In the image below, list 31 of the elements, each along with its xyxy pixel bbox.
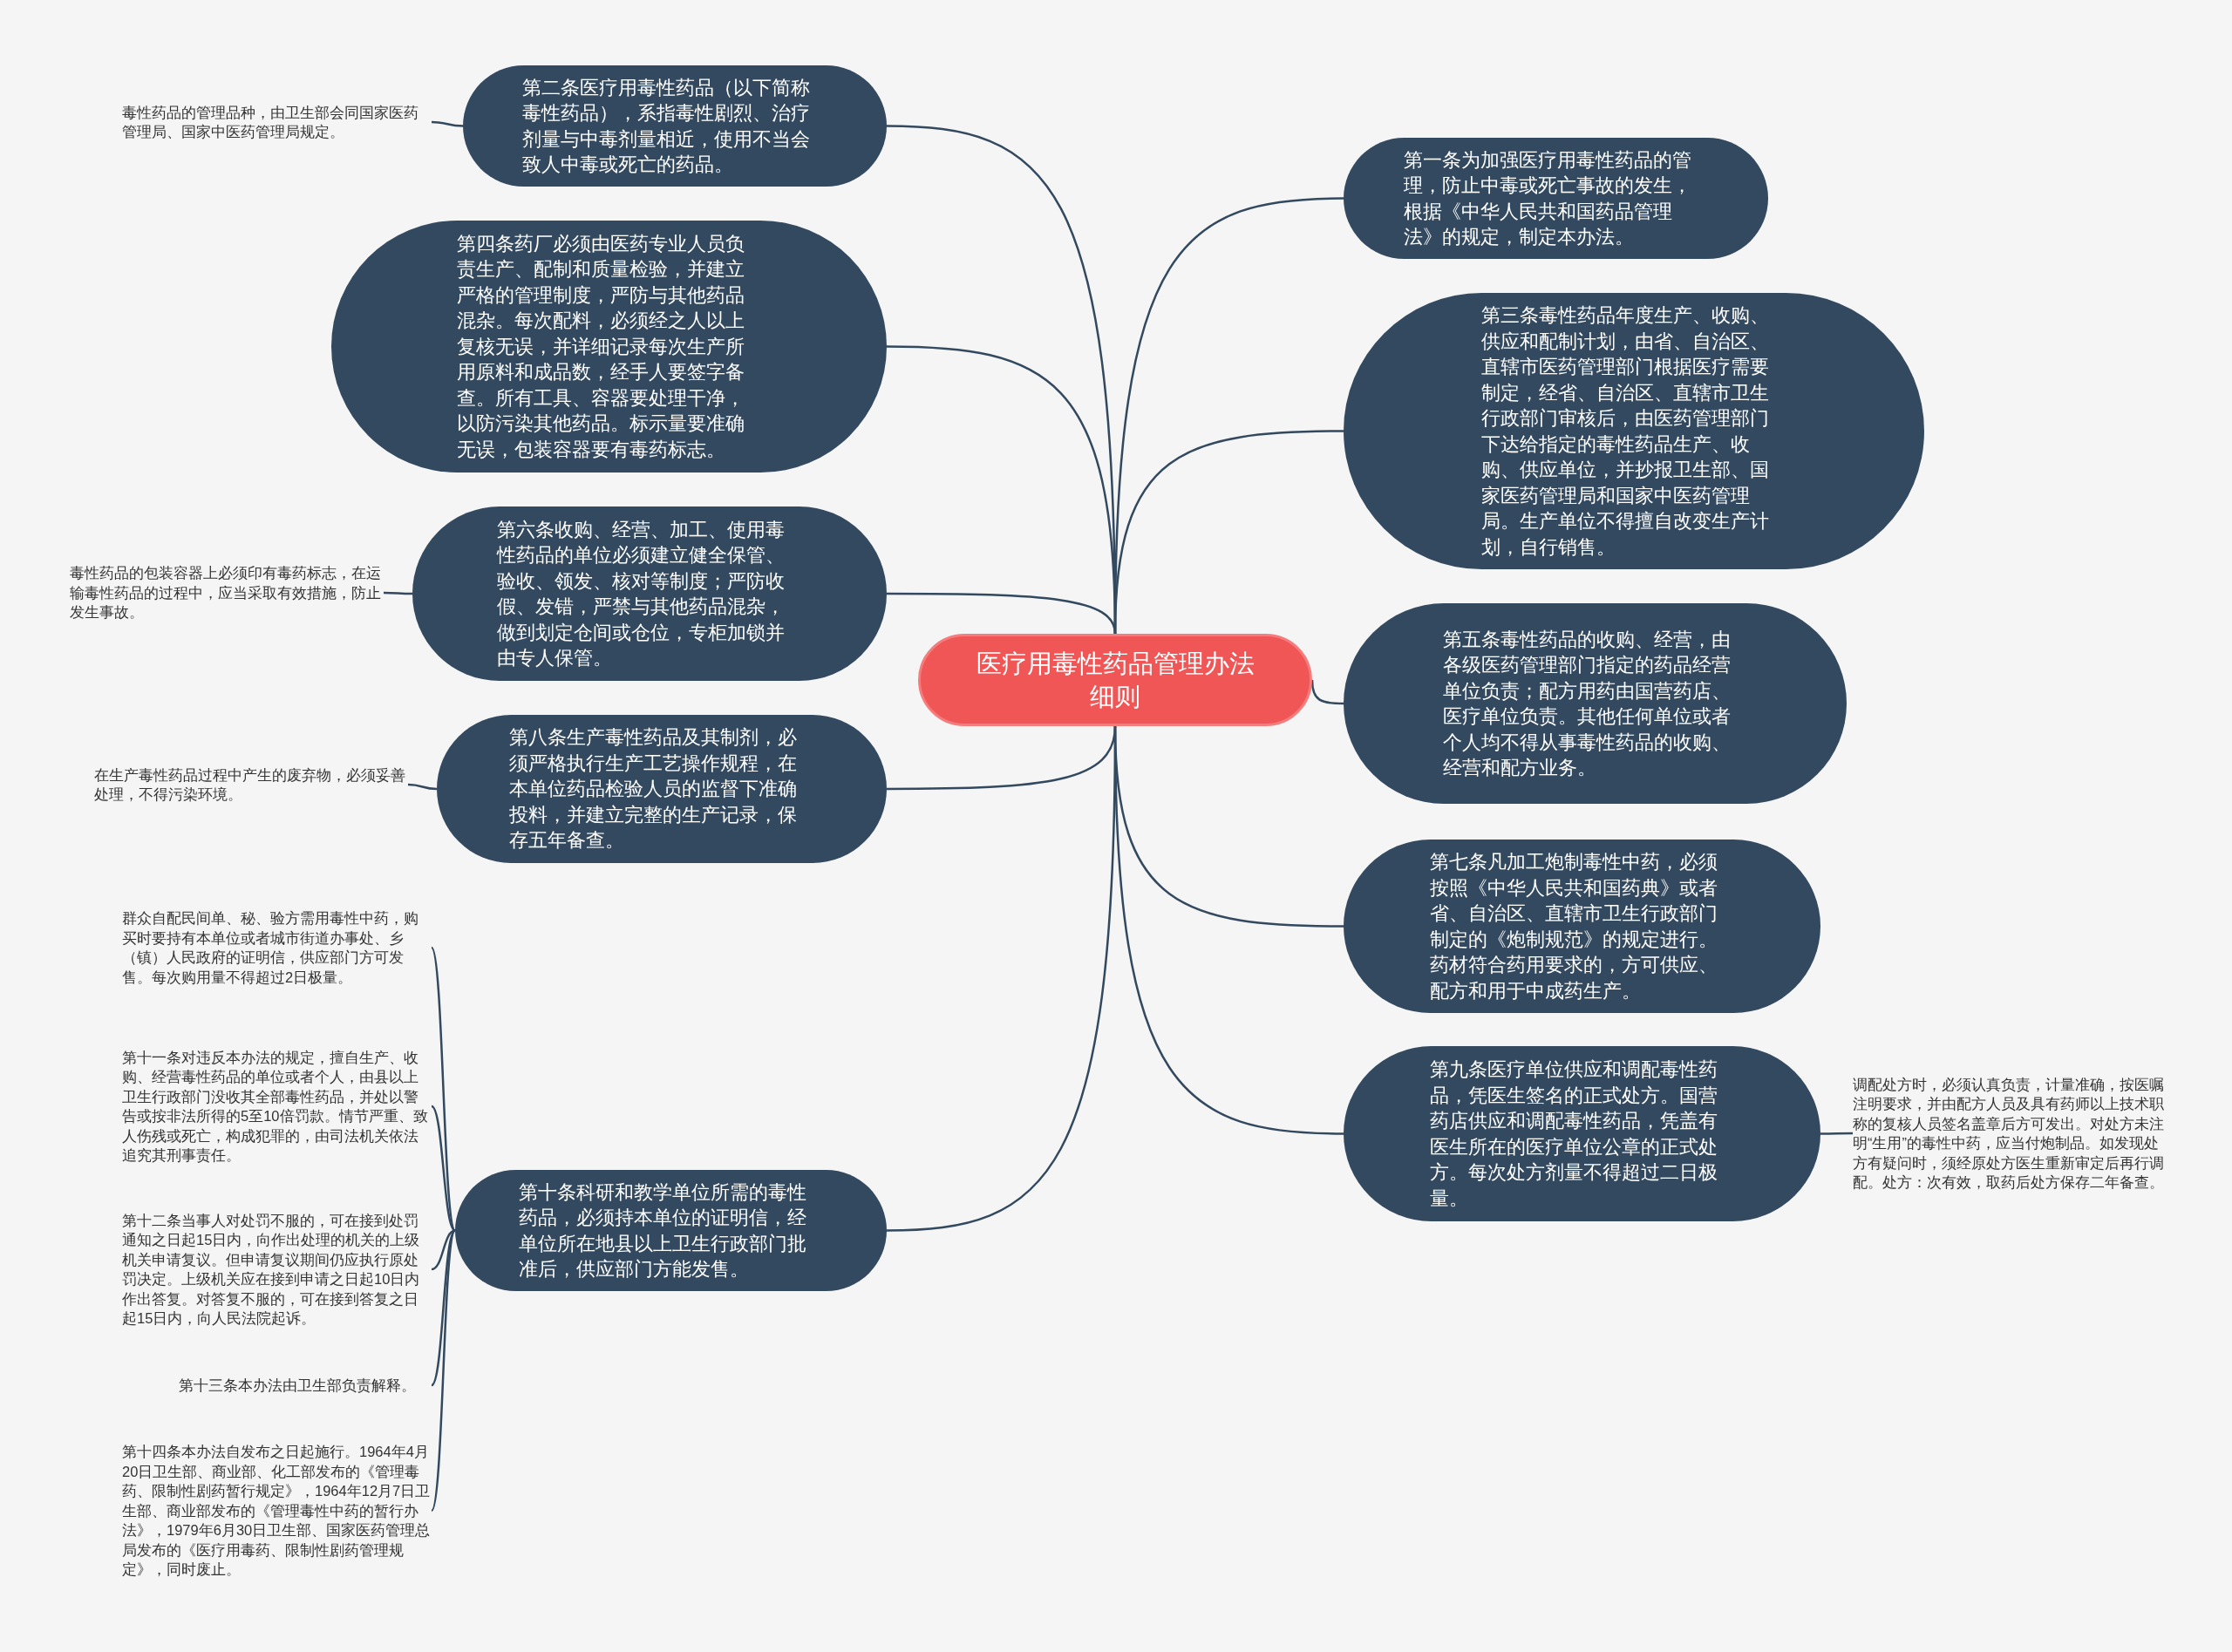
connector-line (384, 591, 412, 595)
article-bubble: 第九条医疗单位供应和调配毒性药品，凭医生签名的正式处方。国营药店供应和调配毒性药品，凭盖有医生所在的医疗单位公章的正式处方。每次处方剂量不得超过二日极量。 (1344, 1046, 1820, 1221)
article-bubble: 第六条收购、经营、加工、使用毒性药品的单位必须建立健全保管、验收、领发、核对等制度；严防收假、发错，严禁与其他药品混杂，做到划定仓间或仓位，专柜加锁并由专人保管。 (412, 506, 887, 681)
note-text: 毒性药品的管理品种，由卫生部会同国家医药管理局、国家中医药管理局规定。 (122, 87, 432, 157)
article-bubble: 第一条为加强医疗用毒性药品的管理，防止中毒或死亡事故的发生，根据《中华人民共和国药品管理法》的规定，制定本办法。 (1344, 138, 1768, 259)
note-text: 第十一条对违反本办法的规定，擅自生产、收购、经营毒性药品的单位或者个人，由县以上卫生行政部门没收其全部毒性药品，并处以警告或按非法所得的5至10倍罚款。情节严重、致人伤残或死亡，构成犯罪的，由司法机关依法追究其刑事责任。 (122, 1042, 432, 1171)
note-text: 第十二条当事人对处罚不服的，可在接到处罚通知之日起15日内，向作出处理的机关的上级机关申请复议。但申请复议期间仍应执行原处罚决定。上级机关应在接到申请之日起10日内作出答复。对答复不服的，可在接到答复之日起15日内，向人民法院起诉。 (122, 1205, 432, 1334)
connector-line (431, 1229, 456, 1271)
connector-line (431, 1229, 456, 1386)
note-text: 在生产毒性药品过程中产生的废弃物，必须妥善处理，不得污染环境。 (94, 758, 408, 811)
article-bubble: 第四条药厂必须由医药专业人员负责生产、配制和质量检验，并建立严格的管理制度，严防与其他药品混杂。每次配料，必须经之人以上复核无误，并详细记录每次生产所用原料和成品数，经手人要签字备查。所有工具、容器要处理干净，以防污染其他药品。标示量要准确无误，包装容器要有毒药标志。 (331, 221, 887, 472)
note-text: 调配处方时，必须认真负责，计量准确，按医嘱注明要求，并由配方人员及具有药师以上技术职称的复核人员签名盖章后方可发出。对处方未注明“生用”的毒性中药，应当付炮制品。如发现处方有疑问时，须经原处方医生重新审定后再行调配。处方：次有效，取药后处方保存二年备查。 (1853, 1050, 2171, 1216)
article-bubble: 第三条毒性药品年度生产、收购、供应和配制计划，由省、自治区、直辖市医药管理部门根据医疗需要制定，经省、自治区、直辖市卫生行政部门审核后，由医药管理部门下达给指定的毒性药品生产、收购、供应单位，并抄报卫生部、国家医药管理局和国家中医药管理局。生产单位不得擅自改变生产计划，自行销售。 (1344, 293, 1924, 569)
connector-line (407, 783, 438, 791)
connector-line (1820, 1132, 1853, 1135)
note-text: 第十四条本办法自发布之日起施行。1964年4月20日卫生部、商业部、化工部发布的《管理毒药、限制性剧药暂行规定》，1964年12月7日卫生部、商业部发布的《管理毒性中药的暂行办法》，1979年6月30日卫生部、国家医药管理总局发布的《医疗用毒药、限制性剧药管理规定》，同时废止。 (122, 1437, 432, 1585)
article-bubble: 第八条生产毒性药品及其制剂，必须严格执行生产工艺操作规程，在本单位药品检验人员的监督下准确投料，并建立完整的生产记录，保存五年备查。 (437, 715, 887, 863)
connector-line (1310, 679, 1344, 705)
article-bubble: 第十条科研和教学单位所需的毒性药品，必须持本单位的证明信，经单位所在地县以上卫生行政部门批准后，供应部门方能发售。 (455, 1170, 887, 1291)
note-text: 群众自配民间单、秘、验方需用毒性中药，购买时要持有本单位或者城市街道办事处、乡（镇）人民政府的证明信，供应部门方可发售。每次购用量不得超过2日极量。 (122, 891, 432, 1004)
connector-line (431, 1105, 456, 1232)
article-bubble: 第七条凡加工炮制毒性中药，必须按照《中华人民共和国药典》或者省、自治区、直辖市卫生行政部门制定的《炮制规范》的规定进行。药材符合药用要求的，方可供应、配方和用于中成药生产。 (1344, 840, 1820, 1013)
note-text: 第十三条本办法由卫生部负责解释。 (179, 1371, 432, 1399)
note-text: 毒性药品的包装容器上必须印有毒药标志，在运输毒性药品的过程中，应当采取有效措施，防止发生事故。 (70, 558, 384, 628)
connector-line (430, 1229, 457, 1512)
connector-line (887, 592, 1117, 635)
central-topic-bubble: 医疗用毒性药品管理办法细则 (918, 634, 1312, 726)
connector-line (886, 726, 1117, 1232)
article-bubble: 第二条医疗用毒性药品（以下简称毒性药品），系指毒性剧烈、治疗剂量与中毒剂量相近，使用不当会致人中毒或死亡的药品。 (463, 65, 887, 187)
connector-line (431, 120, 464, 127)
article-bubble: 第五条毒性药品的收购、经营，由各级医药管理部门指定的药品经营单位负责；配方用药由国营药店、医疗单位负责。其他任何单位或者个人均不得从事毒性药品的收购、经营和配方业务。 (1344, 603, 1847, 804)
